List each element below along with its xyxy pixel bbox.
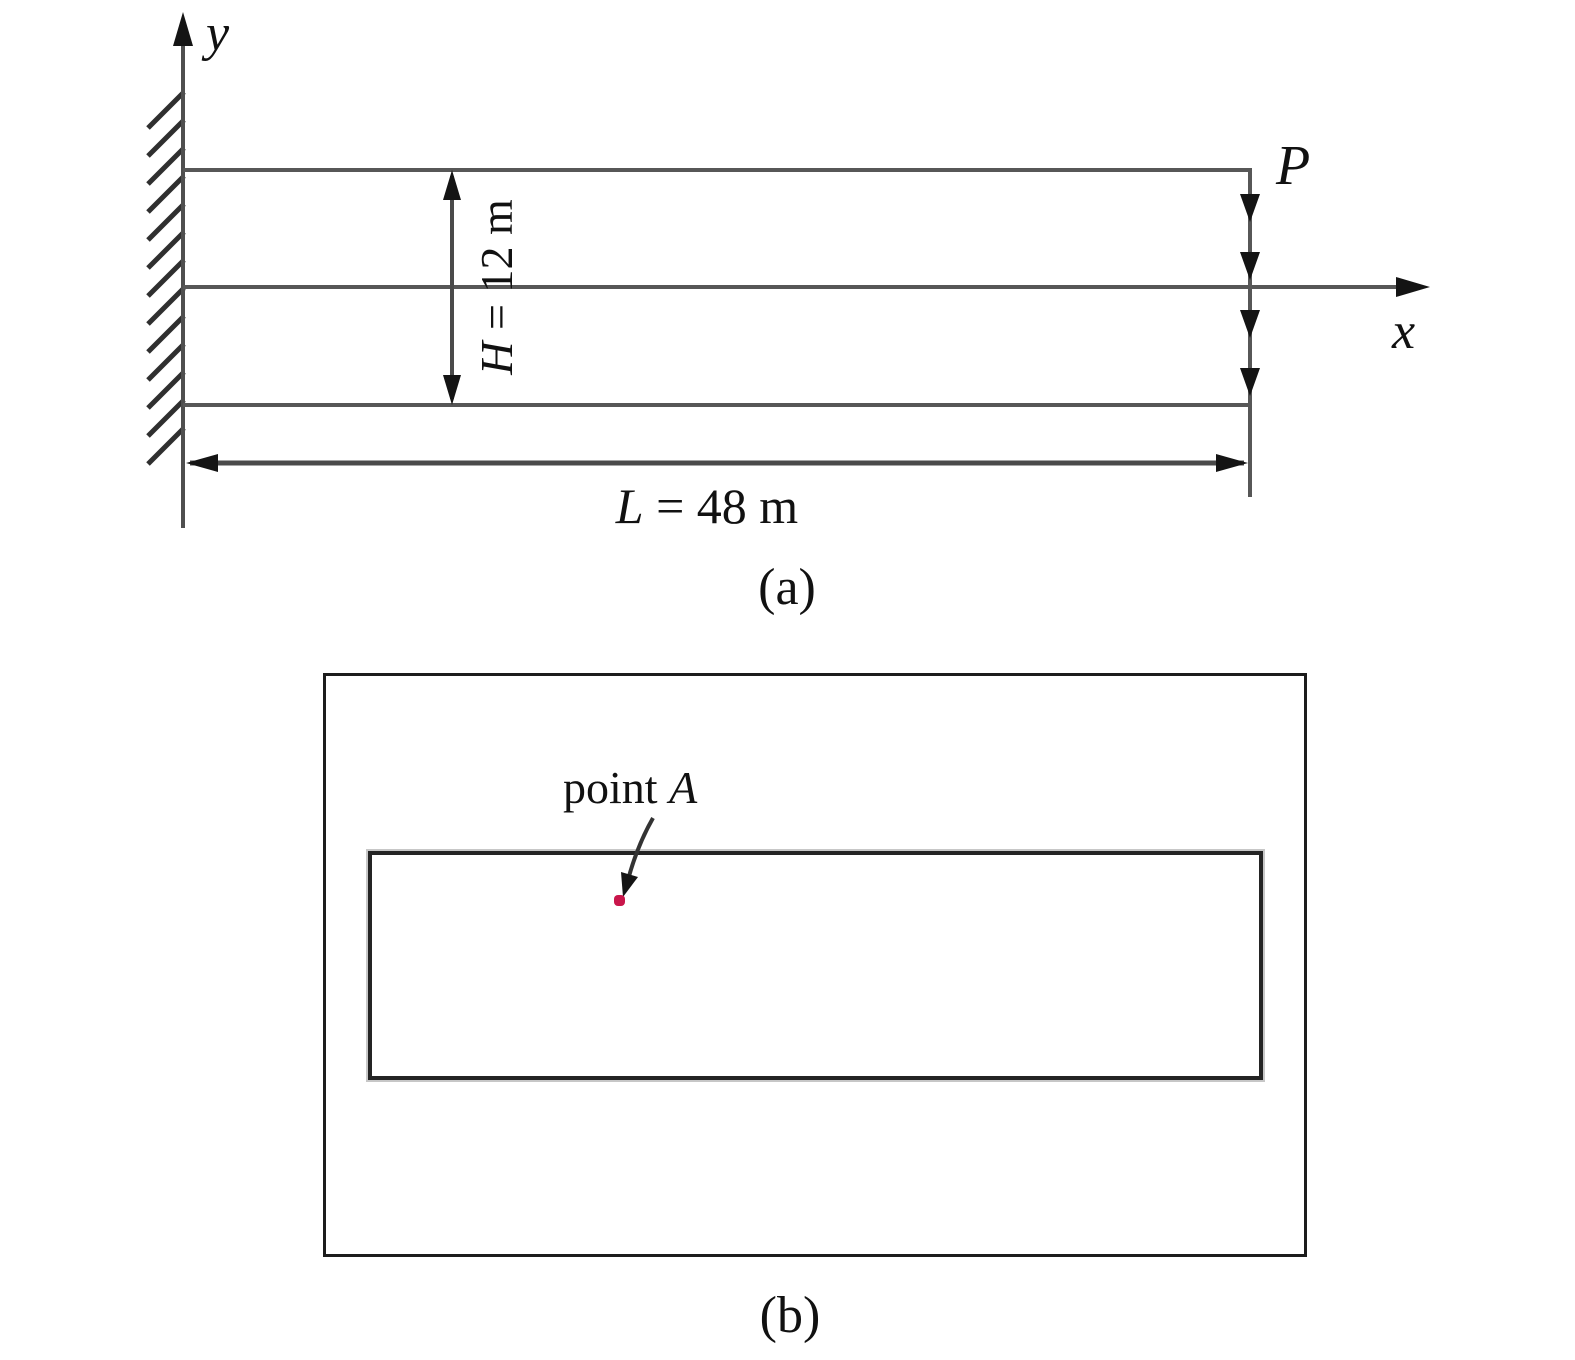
length-dimension-arrow xyxy=(186,454,1248,472)
x-axis-arrowhead xyxy=(1396,277,1430,297)
length-dimension-value: = 48 m xyxy=(643,478,799,534)
figure-b-mesh-region xyxy=(368,851,1263,1080)
figure-a-caption: (a) xyxy=(758,559,816,616)
height-dimension-arrow xyxy=(443,170,461,405)
point-a-pointer-arrow xyxy=(621,817,655,897)
figure-b-caption: (b) xyxy=(759,1287,821,1344)
point-a-label: point A xyxy=(563,765,697,811)
length-dimension-variable: L xyxy=(615,478,644,534)
length-dimension-label: L = 48 m xyxy=(616,481,798,531)
height-dimension-variable: H xyxy=(471,341,522,375)
load-arrows xyxy=(1240,194,1260,396)
height-dimension-value: = 12 m xyxy=(471,199,522,342)
point-a-label-prefix: point xyxy=(563,762,670,813)
point-a-label-variable: A xyxy=(669,762,698,813)
y-axis xyxy=(173,12,193,528)
wall-hatching xyxy=(146,90,186,466)
y-axis-label: y xyxy=(206,5,230,62)
x-axis xyxy=(183,277,1430,297)
height-dimension-label: H = 12 m xyxy=(471,199,522,375)
point-a-marker xyxy=(614,895,625,906)
y-axis-arrowhead xyxy=(173,12,193,46)
load-label: P xyxy=(1276,135,1311,197)
x-axis-label: x xyxy=(1392,303,1416,360)
beam-outline xyxy=(183,168,1252,497)
